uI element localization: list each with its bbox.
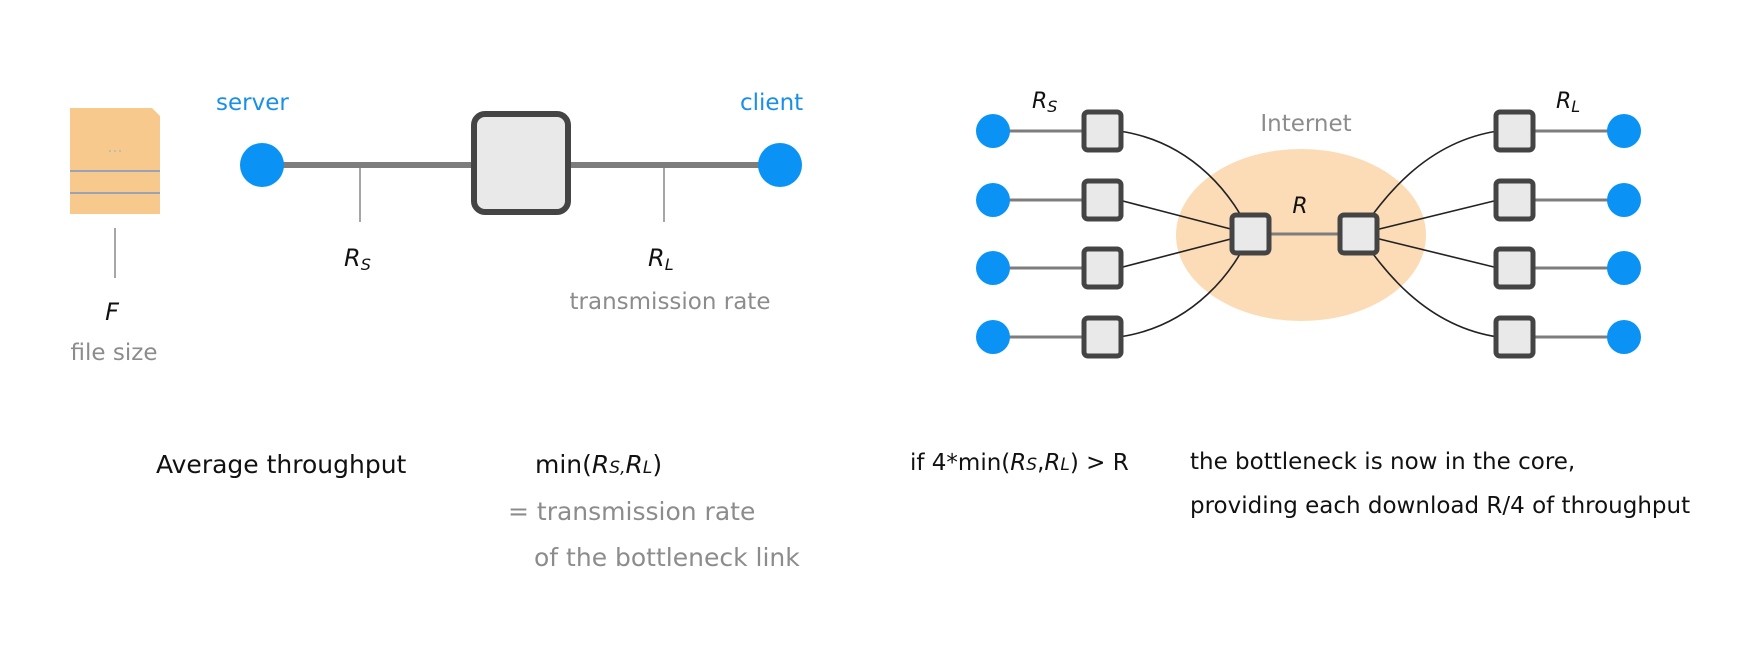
right-client-rate-label: RL — [1556, 89, 1580, 116]
min-formula: min(RS,RL) — [535, 450, 662, 483]
file-icon: ... — [70, 108, 160, 214]
conclusion-line2: providing each download R/4 of throughpu… — [1190, 493, 1691, 519]
cond-rl-sub: L — [1060, 455, 1070, 475]
right-server-rate-label: RS — [1032, 89, 1057, 116]
access-routers — [1081, 109, 1536, 359]
min-prefix: min( — [535, 450, 592, 479]
formula-title: Average throughput — [156, 450, 407, 479]
file-ellipsis: ... — [107, 137, 122, 156]
condition-prefix: if 4*min( — [910, 450, 1011, 476]
rs-var: R — [591, 450, 610, 479]
server-rate-label: RS — [344, 244, 371, 274]
rl-sub: L — [642, 458, 653, 478]
cond-rs-var: R — [1010, 450, 1027, 476]
cond-rl-var: R — [1044, 450, 1061, 476]
condition-suffix: ) > R — [1069, 450, 1129, 476]
core-routers — [1229, 212, 1380, 256]
router-box — [471, 111, 571, 215]
conclusion-line1: the bottleneck is now in the core, — [1190, 449, 1576, 475]
cond-rs-sub: S — [1026, 455, 1038, 475]
core-rate-label: R — [1292, 194, 1307, 219]
end-hosts — [976, 114, 1641, 354]
cond-comma: , — [1037, 450, 1045, 476]
file-size-variable: F — [105, 298, 120, 326]
transmission-rate-caption: transmission rate — [570, 289, 771, 315]
server-host — [240, 143, 284, 187]
rs-sub: S, — [609, 458, 626, 478]
formula-line3: of the bottleneck link — [534, 543, 800, 572]
file-size-caption: file size — [71, 340, 158, 366]
rl-var: R — [625, 450, 643, 479]
min-suffix: ) — [652, 450, 663, 479]
condition-text: if 4*min(RS,RL) > R — [910, 448, 1129, 480]
internet-label: Internet — [1260, 111, 1351, 137]
client-label: client — [740, 90, 803, 116]
server-label: server — [216, 90, 289, 116]
formula-line2: = transmission rate — [508, 497, 756, 526]
client-rate-label: RL — [648, 244, 674, 274]
client-host — [758, 143, 802, 187]
